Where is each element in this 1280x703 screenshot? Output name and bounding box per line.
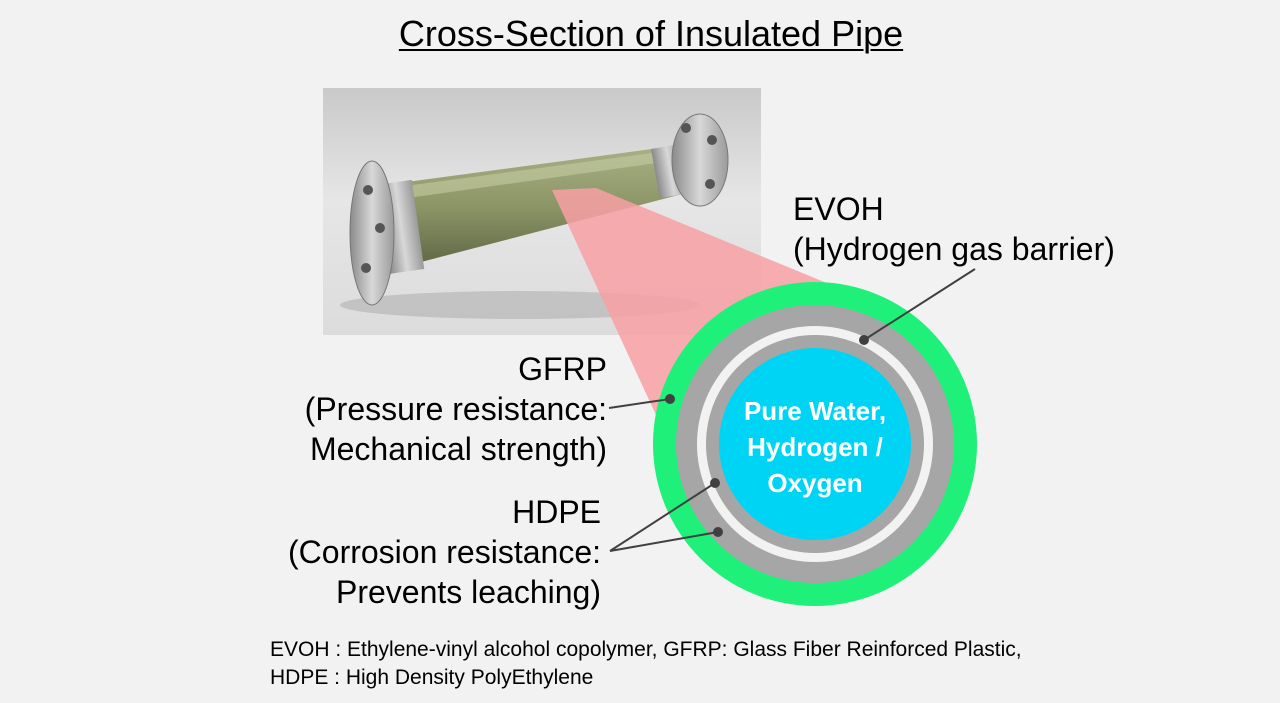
hdpe-leader-inner <box>609 482 716 552</box>
hdpe-description: Prevents leaching) <box>335 574 601 610</box>
pure-water-core <box>719 348 911 540</box>
flange-hole <box>375 223 385 233</box>
core-label-line: Pure Water, <box>743 396 887 426</box>
flange-hole <box>363 185 373 195</box>
hdpe-name: HDPE <box>512 494 601 530</box>
evoh-dot <box>859 335 869 345</box>
flange-hole <box>361 263 371 273</box>
pipe-flange-left <box>349 160 395 306</box>
insulated-pipe-photo <box>323 88 761 335</box>
pipe-tube <box>384 146 690 268</box>
core-label: Pure Water, Hydrogen / Oxygen <box>700 393 930 501</box>
highlight-beam <box>552 188 868 428</box>
flange-hole <box>707 135 717 145</box>
evoh-label: EVOH (Hydrogen gas barrier) <box>793 189 1115 269</box>
hdpe-dot-inner <box>710 478 720 488</box>
gfrp-description: (Pressure resistance: <box>304 391 607 427</box>
flange-hole <box>705 179 715 189</box>
hdpe-leader-outer <box>609 531 719 552</box>
footnote-line: EVOH : Ethylene-vinyl alcohol copolymer,… <box>270 638 1022 661</box>
flange-hole <box>681 123 691 133</box>
core-label-line: Hydrogen / <box>747 432 883 462</box>
footnote-line: HDPE : High Density PolyEthylene <box>270 666 594 689</box>
gfrp-name: GFRP <box>518 351 607 387</box>
leader-dots <box>665 335 869 537</box>
abbreviation-footnote: EVOH : Ethylene-vinyl alcohol copolymer,… <box>270 636 1022 692</box>
pipe-flange-right <box>671 113 729 207</box>
evoh-leader <box>863 268 976 341</box>
hdpe-dot-outer <box>713 527 723 537</box>
pipe-cross-section <box>653 282 977 606</box>
evoh-name: EVOH <box>793 191 884 227</box>
hdpe-label: HDPE (Corrosion resistance: Prevents lea… <box>288 492 601 612</box>
pipe-tube-highlight <box>390 150 678 200</box>
diagram-title: Cross-Section of Insulated Pipe <box>398 13 904 54</box>
gfrp-description: Mechanical strength) <box>309 431 607 467</box>
hdpe-description: (Corrosion resistance: <box>288 534 601 570</box>
gfrp-dot <box>665 394 675 404</box>
leader-lines <box>608 268 976 552</box>
evoh-description: (Hydrogen gas barrier) <box>793 231 1115 267</box>
core-label-line: Oxygen <box>767 468 863 498</box>
gfrp-label: GFRP (Pressure resistance: Mechanical st… <box>305 349 607 469</box>
gfrp-leader <box>608 398 671 409</box>
